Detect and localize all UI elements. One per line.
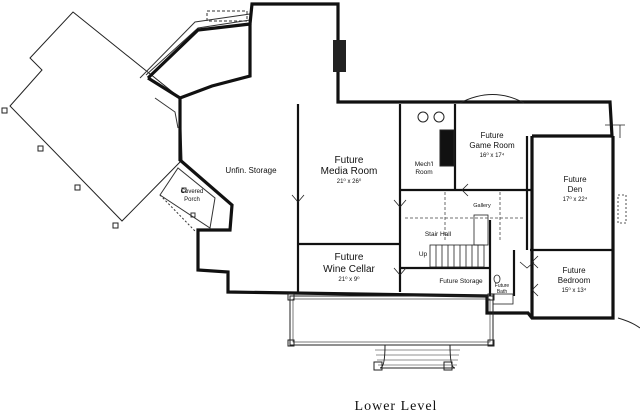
game-room-bay — [459, 94, 525, 104]
label-future-storage: Future Storage — [439, 278, 483, 285]
label-wine-cellar-line1: Future — [335, 252, 364, 263]
label-media-room-dims: 21⁰ x 26⁰ — [337, 178, 362, 185]
chimney — [333, 40, 346, 72]
gallery-lines — [405, 192, 525, 242]
label-media-room-line2: Media Room — [321, 166, 378, 177]
label-bath-line2: Bath — [497, 289, 508, 295]
label-bedroom-line1: Future — [562, 266, 586, 275]
label-game-room-line2: Game Room — [469, 141, 515, 150]
label-bath-line1: Future — [495, 283, 510, 289]
label-up: Up — [419, 251, 428, 258]
label-covered-porch-line2: Porch — [184, 197, 200, 203]
label-game-room-dims: 16⁰ x 17⁴ — [480, 152, 505, 159]
label-stair-hall: Stair Hall — [425, 231, 452, 238]
label-wine-cellar-line2: Wine Cellar — [323, 264, 375, 275]
label-unfin-storage: Unfin. Storage — [225, 166, 277, 175]
door-symbols — [291, 124, 627, 297]
label-den-line1: Future — [563, 175, 587, 184]
label-gallery: Gallery — [473, 203, 491, 209]
bay-outline — [139, 10, 251, 129]
page-title: Lower Level — [355, 399, 438, 414]
exterior-walls — [146, 2, 615, 320]
label-bedroom-line2: Bedroom — [558, 276, 591, 285]
label-mech-room-line1: Mech'l — [415, 161, 434, 168]
label-covered-porch-line1: Covered — [181, 189, 204, 195]
label-media-room-line1: Future — [335, 155, 364, 166]
covered-porch — [159, 167, 216, 232]
stair — [429, 214, 489, 268]
label-den-dims: 17⁰ x 22⁴ — [563, 196, 588, 203]
rear-patio — [287, 293, 640, 371]
garage-wing — [1, 11, 183, 229]
label-mech-room-line2: Room — [415, 169, 432, 176]
interior-walls — [296, 104, 613, 296]
label-den-line2: Den — [568, 185, 583, 194]
mech-equipment — [417, 111, 455, 167]
label-bedroom-dims: 15⁰ x 13⁴ — [562, 287, 587, 294]
label-wine-cellar-dims: 21⁰ x 9⁰ — [338, 276, 360, 283]
label-game-room-line1: Future — [480, 131, 504, 140]
